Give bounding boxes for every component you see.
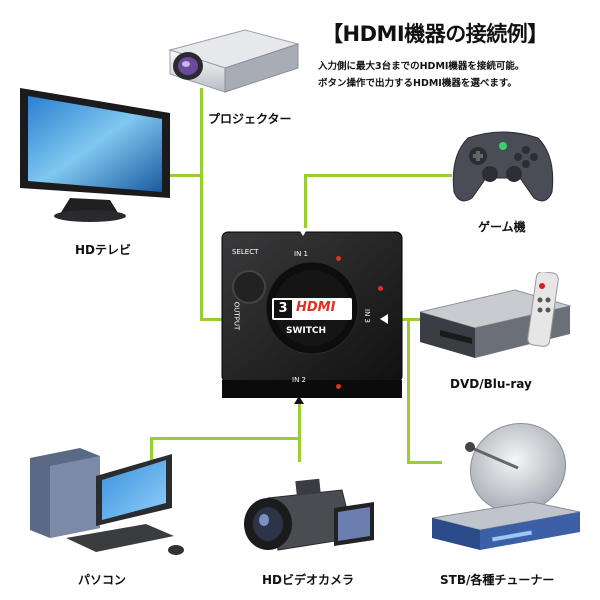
tv-device [20,88,170,228]
description-line-1: 入力側に最大3台までのHDMI機器を接続可能。 [318,61,525,72]
switch-badge: 3 HDMI [272,298,352,320]
gamepad-icon [452,131,554,202]
camera-label: HDビデオカメラ [262,573,355,587]
camera-device [238,478,378,562]
description-line-2: ボタン操作で出力するHDMI機器を選べます。 [318,78,517,89]
wire-stb-vertical [407,318,410,464]
wire-stb [407,461,442,464]
select-button[interactable] [232,270,266,304]
stb-device [431,418,582,560]
dvd-player-icon [418,271,572,358]
wire-tv [168,174,202,177]
wire-game [304,174,452,177]
game-label: ゲーム機 [478,220,526,234]
pc-device [26,448,186,560]
stb-label: STB/各種チューナー [440,573,555,587]
badge-logo: HDMI [296,300,336,315]
tv-icon [20,88,170,222]
video-camera-icon [244,478,374,551]
pc-label: パソコン [78,573,127,587]
dvd-device [418,271,580,372]
projector-label: プロジェクター [208,112,292,126]
in1-label: IN 1 [294,250,308,258]
badge-number: 3 [274,300,292,318]
description: 入力側に最大3台までのHDMI機器を接続可能。 ボタン操作で出力するHDMI機器… [318,58,524,92]
led-in2 [336,384,341,389]
wire-pc [150,437,300,440]
arrow-in1 [298,228,308,236]
output-label: OUTPUT [232,301,241,331]
computer-icon [30,448,184,555]
wire-output-join [200,318,222,321]
game-device [448,120,558,210]
projector-icon [168,29,300,93]
projector-device [150,22,300,98]
wire-output-vertical [200,88,203,320]
satellite-dish-icon [431,423,581,550]
wire-pc-drop [150,437,153,477]
badge-switch-text: SWITCH [286,326,327,336]
select-label: SELECT [232,248,259,256]
wire-mid-vertical [298,400,301,462]
in2-label: IN 2 [292,376,306,384]
in3-label: IN 3 [362,309,371,323]
tv-label: HDテレビ [75,243,132,257]
led-in3 [378,286,383,291]
arrow-in3 [380,314,388,324]
led-in1 [336,256,341,261]
page-title: 【HDMI機器の接続例】 [322,22,548,46]
dvd-label: DVD/Blu-ray [450,377,532,391]
arrow-in2 [294,396,304,404]
wire-game-vertical [304,174,307,230]
hdmi-switch: SELECT IN 1 IN 2 IN 3 OUTPUT 3 HDMI SWIT… [220,230,404,402]
